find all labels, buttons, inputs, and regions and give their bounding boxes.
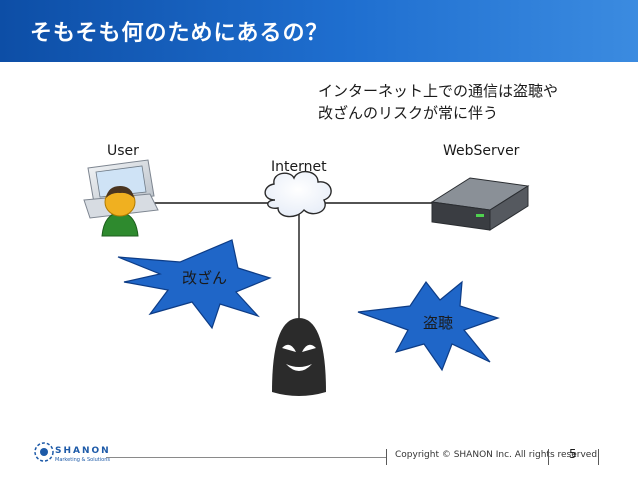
footer-tick <box>386 449 387 465</box>
user-computer-icon <box>83 159 159 219</box>
page-number: 5 <box>569 447 577 461</box>
user-label: User <box>107 143 139 159</box>
shanon-logo-text: SHANON <box>55 446 111 456</box>
caption-line-2: 改ざんのリスクが常に伴う <box>318 104 499 122</box>
footer-divider <box>106 457 386 458</box>
footer-tick <box>598 449 599 465</box>
attacker-icon <box>272 318 326 396</box>
internet-label: Internet <box>271 159 327 175</box>
eavesdrop-burst-shape <box>357 280 500 372</box>
copyright-text: Copyright © SHANON Inc. All rights reser… <box>395 450 600 460</box>
header-bar: そもそも何のためにあるの？ <box>0 0 638 62</box>
shanon-logo-subtext: Marketing & Solutions <box>55 457 110 463</box>
tamper-burst-shape <box>117 239 272 330</box>
slide-title: そもそも何のためにあるの？ <box>30 21 329 46</box>
user-avatar-icon <box>101 186 139 237</box>
caption-line-1: インターネット上での通信は盗聴や <box>318 82 559 100</box>
internet-cloud-icon <box>264 171 332 218</box>
tamper-label: 改ざん <box>182 269 228 287</box>
web-server-icon <box>430 177 530 231</box>
webserver-label: WebServer <box>443 143 520 159</box>
caption: インターネット上での通信は盗聴や 改ざんのリスクが常に伴う <box>318 80 558 124</box>
footer-tick <box>548 449 549 465</box>
shanon-logo-icon <box>34 442 54 462</box>
eavesdrop-label: 盗聴 <box>423 314 454 332</box>
